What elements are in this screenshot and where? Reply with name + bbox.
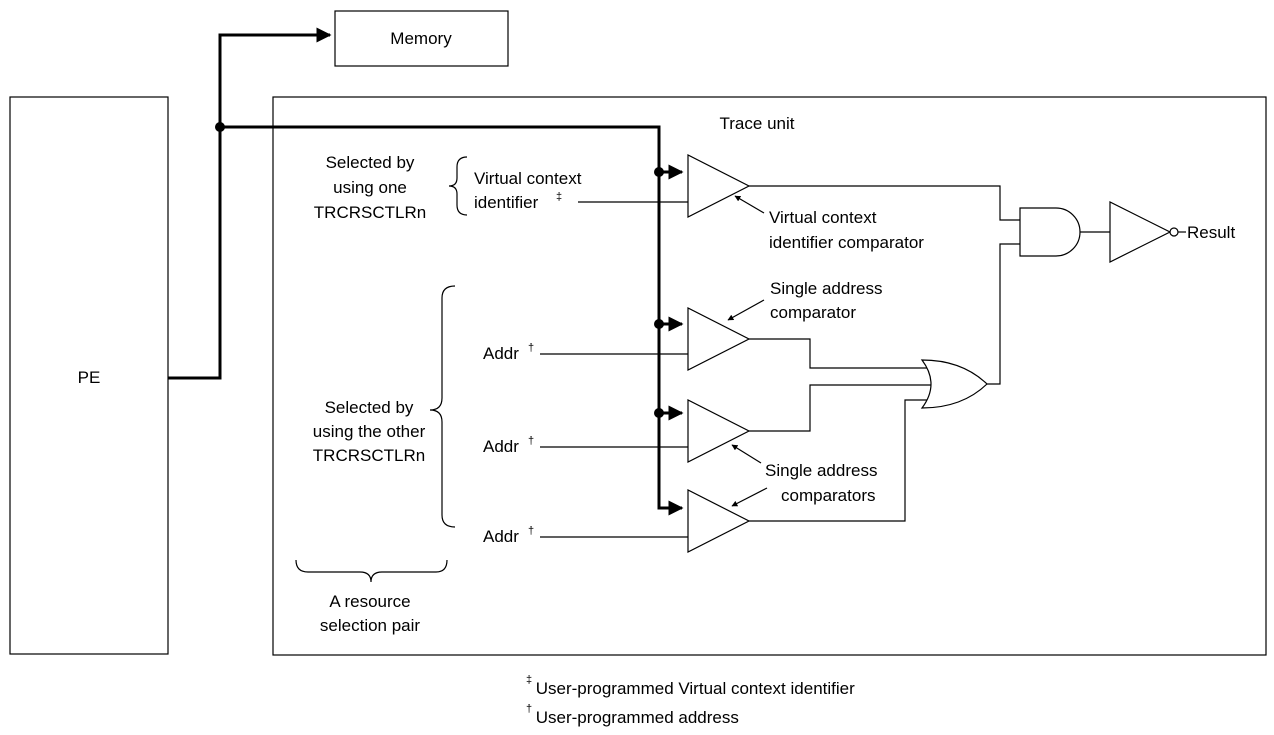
- vcid-input-label-2: identifier: [474, 193, 539, 212]
- single-comparator-label-1: Single address: [770, 279, 882, 298]
- pair-brace: [295, 559, 448, 583]
- vcid-comparator-pointer: [734, 195, 765, 214]
- footnote-addr-text: User-programmed address: [531, 708, 739, 727]
- trace-unit-label: Trace unit: [720, 114, 795, 133]
- addr-label-3: Addr: [483, 527, 519, 546]
- addr-label-2: Addr: [483, 437, 519, 456]
- comparator-2-output: [749, 384, 935, 432]
- vcid-brace: [448, 156, 468, 216]
- addr-label-1: Addr: [483, 344, 519, 363]
- selected-one-line-2: using one: [333, 178, 407, 197]
- single-address-comparator-1: [687, 307, 751, 371]
- pair-label-1: A resource: [329, 592, 410, 611]
- footnote-addr-mark: †: [526, 703, 532, 715]
- vcid-comparator-output: [749, 185, 1020, 221]
- addr-dagger-3: †: [528, 525, 534, 537]
- pe-label: PE: [78, 368, 101, 387]
- addr-dagger-2: †: [528, 435, 534, 447]
- memory-label: Memory: [390, 29, 452, 48]
- footnote-vcid-text: User-programmed Virtual context identifi…: [531, 679, 855, 698]
- addr-brace: [429, 285, 456, 528]
- comparator-1-output: [749, 338, 930, 369]
- selected-one-line-3: TRCRSCTLRn: [314, 203, 426, 222]
- single-comparators-pointer-down: [731, 487, 768, 507]
- or-gate: [920, 359, 988, 409]
- selected-one-line-1: Selected by: [326, 153, 415, 172]
- vcid-comparator-label-1: Virtual context: [769, 208, 877, 227]
- vcid-comparator-label-2: identifier comparator: [769, 233, 924, 252]
- trace-bus: [220, 125, 684, 516]
- output-buffer: [1109, 201, 1172, 263]
- trace-unit-block: [272, 96, 1267, 656]
- single-comparators-label-2: comparators: [781, 486, 875, 505]
- result-label: Result: [1187, 223, 1235, 242]
- inversion-bubble: [1169, 227, 1179, 237]
- single-address-comparator-2: [687, 399, 751, 463]
- selected-other-line-2: using the other: [313, 422, 426, 441]
- and-gate: [1019, 207, 1081, 257]
- pair-label-2: selection pair: [320, 616, 421, 635]
- footnote-vcid-mark: ‡: [526, 674, 532, 686]
- single-comparator-pointer: [727, 299, 765, 321]
- addr-dagger-1: †: [528, 342, 534, 354]
- vcid-double-dagger: ‡: [556, 191, 562, 203]
- vcid-input-label-1: Virtual context: [474, 169, 582, 188]
- pe-memory-bus: [168, 27, 332, 380]
- memory-block: [334, 10, 509, 67]
- single-comparators-pointer-up: [731, 444, 762, 464]
- vcid-comparator: [687, 154, 751, 218]
- single-comparator-label-2: comparator: [770, 303, 856, 322]
- single-comparators-label-1: Single address: [765, 461, 877, 480]
- pe-block: [9, 96, 169, 655]
- or-gate-output: [987, 243, 1020, 385]
- selected-other-line-3: TRCRSCTLRn: [313, 446, 425, 465]
- comparator-3-output: [749, 399, 930, 522]
- selected-other-line-1: Selected by: [325, 398, 414, 417]
- single-address-comparator-3: [687, 489, 751, 553]
